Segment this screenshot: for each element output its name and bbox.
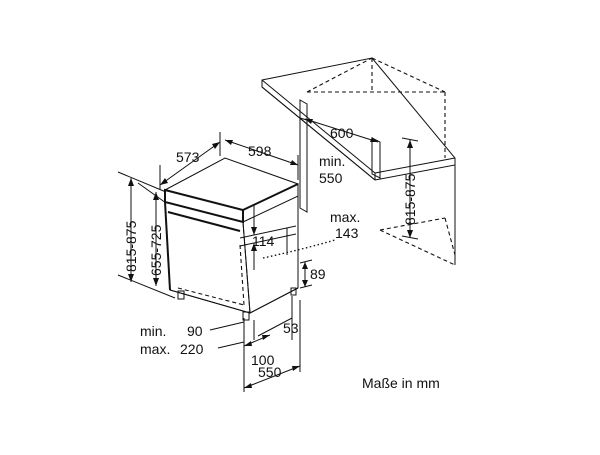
depth-573-dimension: 573 — [159, 132, 221, 190]
foot-53-label: 53 — [283, 320, 299, 336]
max-220-prefix: max. — [140, 341, 170, 357]
height-655-725-label: 655-725 — [148, 224, 164, 276]
foot-53-dimension: 53 — [253, 296, 299, 340]
width-598-label: 598 — [248, 143, 272, 159]
depth-550-dimension: 550 — [243, 300, 301, 392]
foot-89-dimension: 89 — [299, 259, 326, 289]
min-90-prefix: min. — [140, 323, 166, 339]
niche-height-label: 815-875 — [402, 173, 418, 225]
niche-min-label: min. — [319, 153, 345, 169]
max-143-dimension: max. 143 — [262, 209, 360, 259]
niche-width-dimension: 600 — [299, 117, 379, 143]
max-143-prefix: max. — [330, 209, 360, 225]
min-90-value: 90 — [187, 323, 203, 339]
niche-width-label: 600 — [330, 125, 354, 141]
dishwasher-body — [163, 157, 300, 321]
unit-note: Maße in mm — [362, 375, 440, 391]
depth-100-dimension: 100 — [243, 334, 275, 368]
toe-kick-114-dimension: 114 — [239, 205, 297, 270]
niche-min-value: 550 — [319, 170, 343, 186]
depth-550-label: 550 — [258, 364, 282, 380]
depth-573-label: 573 — [176, 149, 200, 165]
width-598-dimension: 598 — [224, 139, 299, 180]
foot-89-label: 89 — [310, 266, 326, 282]
depth-100-label: 100 — [251, 352, 275, 368]
max-143-value: 143 — [335, 225, 359, 241]
niche-outline — [261, 57, 456, 266]
toe-kick-114-label: 114 — [252, 233, 275, 249]
niche-height-dimension: 815-875 — [401, 137, 419, 240]
height-dimensions: 815-875 655-725 — [117, 171, 176, 299]
door-clearance-dimension: min. 90 max. 220 — [140, 318, 245, 357]
max-220-value: 220 — [180, 341, 204, 357]
height-815-875-label: 815-875 — [123, 220, 139, 272]
